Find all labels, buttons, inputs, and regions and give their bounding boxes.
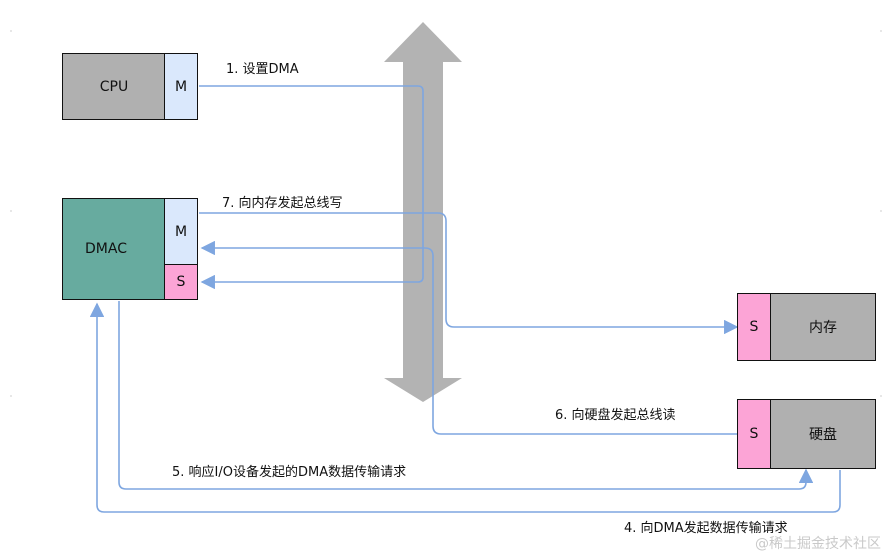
- memory-label: 内存: [809, 320, 837, 336]
- step4-label: 4. 向DMA发起数据传输请求: [624, 521, 788, 536]
- watermark: @稀土掘金技术社区: [755, 536, 881, 552]
- disk-label: 硬盘: [809, 427, 837, 443]
- cpu-master-port: M: [164, 53, 198, 120]
- memory-slave-port: S: [737, 293, 771, 361]
- background-dot: [880, 30, 882, 32]
- step7-label: 7. 向内存发起总线写: [222, 196, 343, 211]
- dmac-master-port: M: [164, 198, 198, 265]
- memory-box: 内存: [770, 293, 876, 361]
- background-dot: [10, 30, 12, 32]
- wire-step4-disk-to-dmac: [89, 302, 841, 513]
- step5-label: 5. 响应I/O设备发起的DMA数据传输请求: [172, 465, 407, 480]
- memory-port-label: S: [749, 319, 759, 335]
- cpu-box: CPU: [62, 53, 166, 120]
- cpu-port-label: M: [174, 78, 188, 95]
- disk-slave-port: S: [737, 399, 771, 469]
- wire-step1-cpu-to-dmac: [199, 85, 424, 290]
- background-dot: [10, 395, 12, 397]
- background-dot: [10, 210, 12, 212]
- dmac-slave-port: S: [164, 264, 198, 300]
- disk-port-label: S: [749, 426, 759, 442]
- wire-step7-dmac-to-memory: [199, 212, 739, 335]
- dmac-slave-port-label: S: [176, 274, 186, 290]
- dmac-label: DMAC: [85, 241, 127, 257]
- background-dot: [880, 210, 882, 212]
- background-dot: [880, 395, 882, 397]
- step6-label: 6. 向硬盘发起总线读: [555, 408, 676, 423]
- wire-step6-dmac-to-disk: [200, 240, 738, 435]
- disk-box: 硬盘: [770, 399, 876, 469]
- wire-step5-dmac-to-disk: [118, 301, 814, 490]
- cpu-label: CPU: [99, 78, 129, 95]
- dmac-master-port-label: M: [174, 223, 188, 240]
- step1-label: 1. 设置DMA: [226, 62, 299, 77]
- dmac-box: DMAC: [62, 198, 166, 300]
